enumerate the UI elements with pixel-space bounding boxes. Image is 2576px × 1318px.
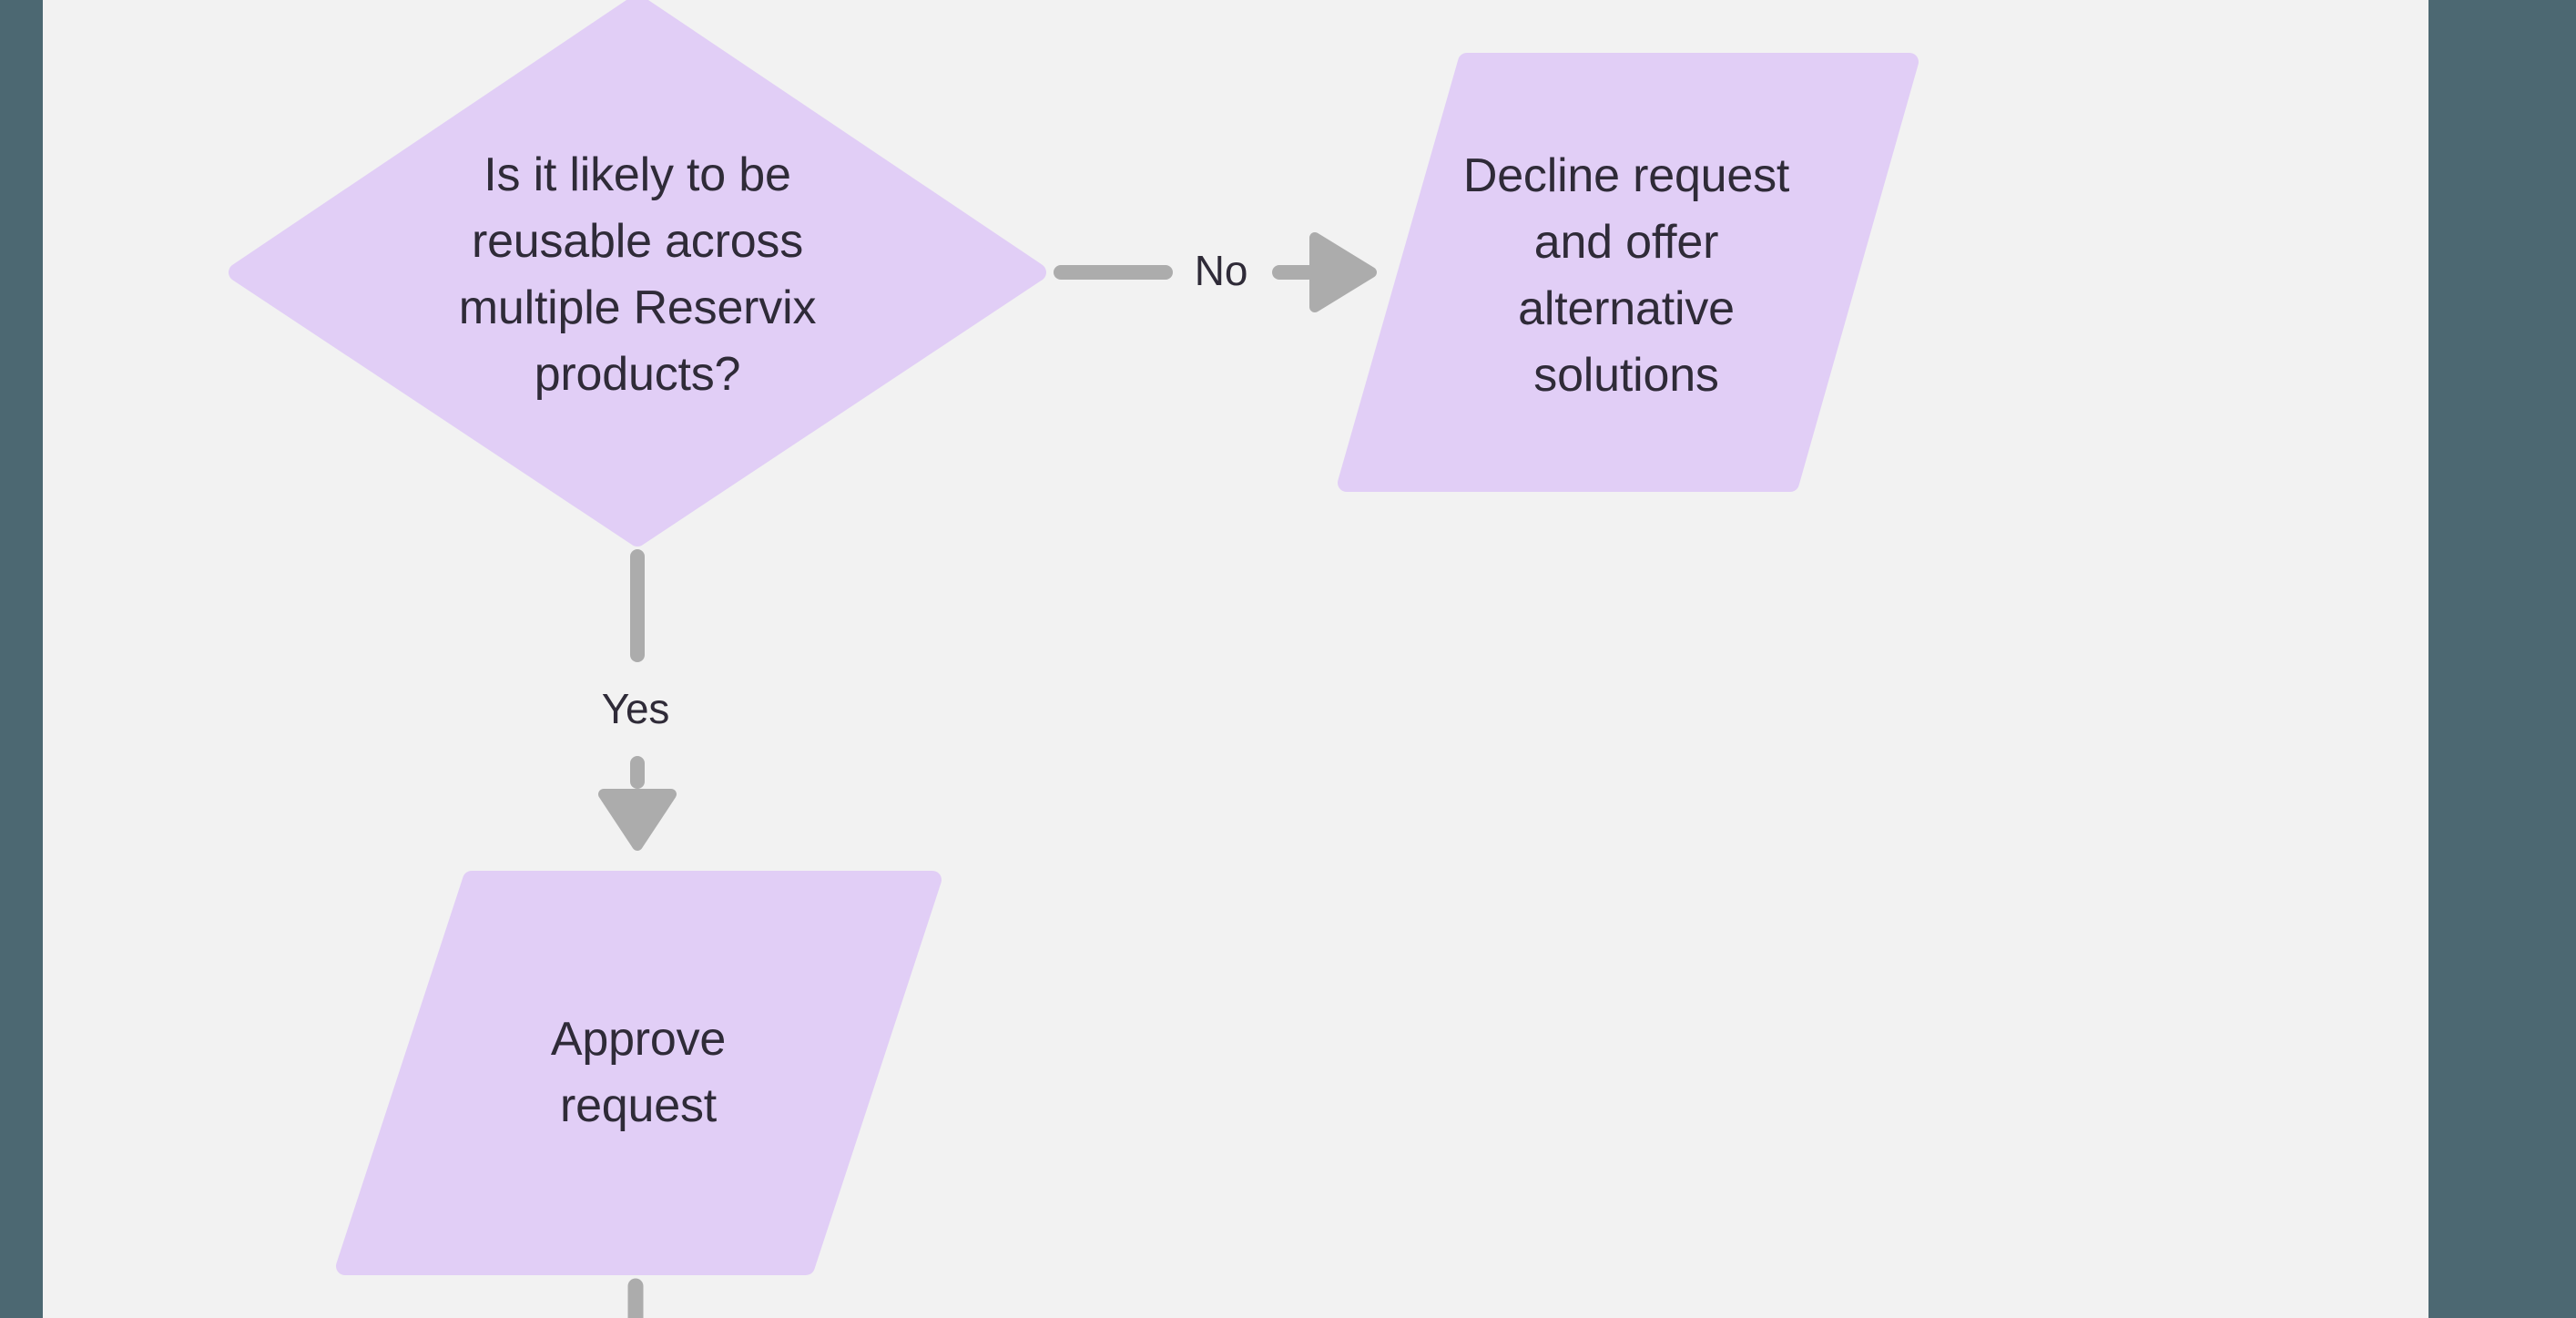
arrowhead-right-icon bbox=[1309, 232, 1377, 312]
left-rail bbox=[0, 0, 43, 1318]
approve-node-shape[interactable] bbox=[336, 871, 942, 1275]
right-rail bbox=[2428, 0, 2576, 1318]
decline-node-shape[interactable] bbox=[1338, 53, 1919, 492]
decision-diamond-shape[interactable] bbox=[229, 0, 1046, 547]
arrowhead-down-icon bbox=[598, 789, 677, 851]
